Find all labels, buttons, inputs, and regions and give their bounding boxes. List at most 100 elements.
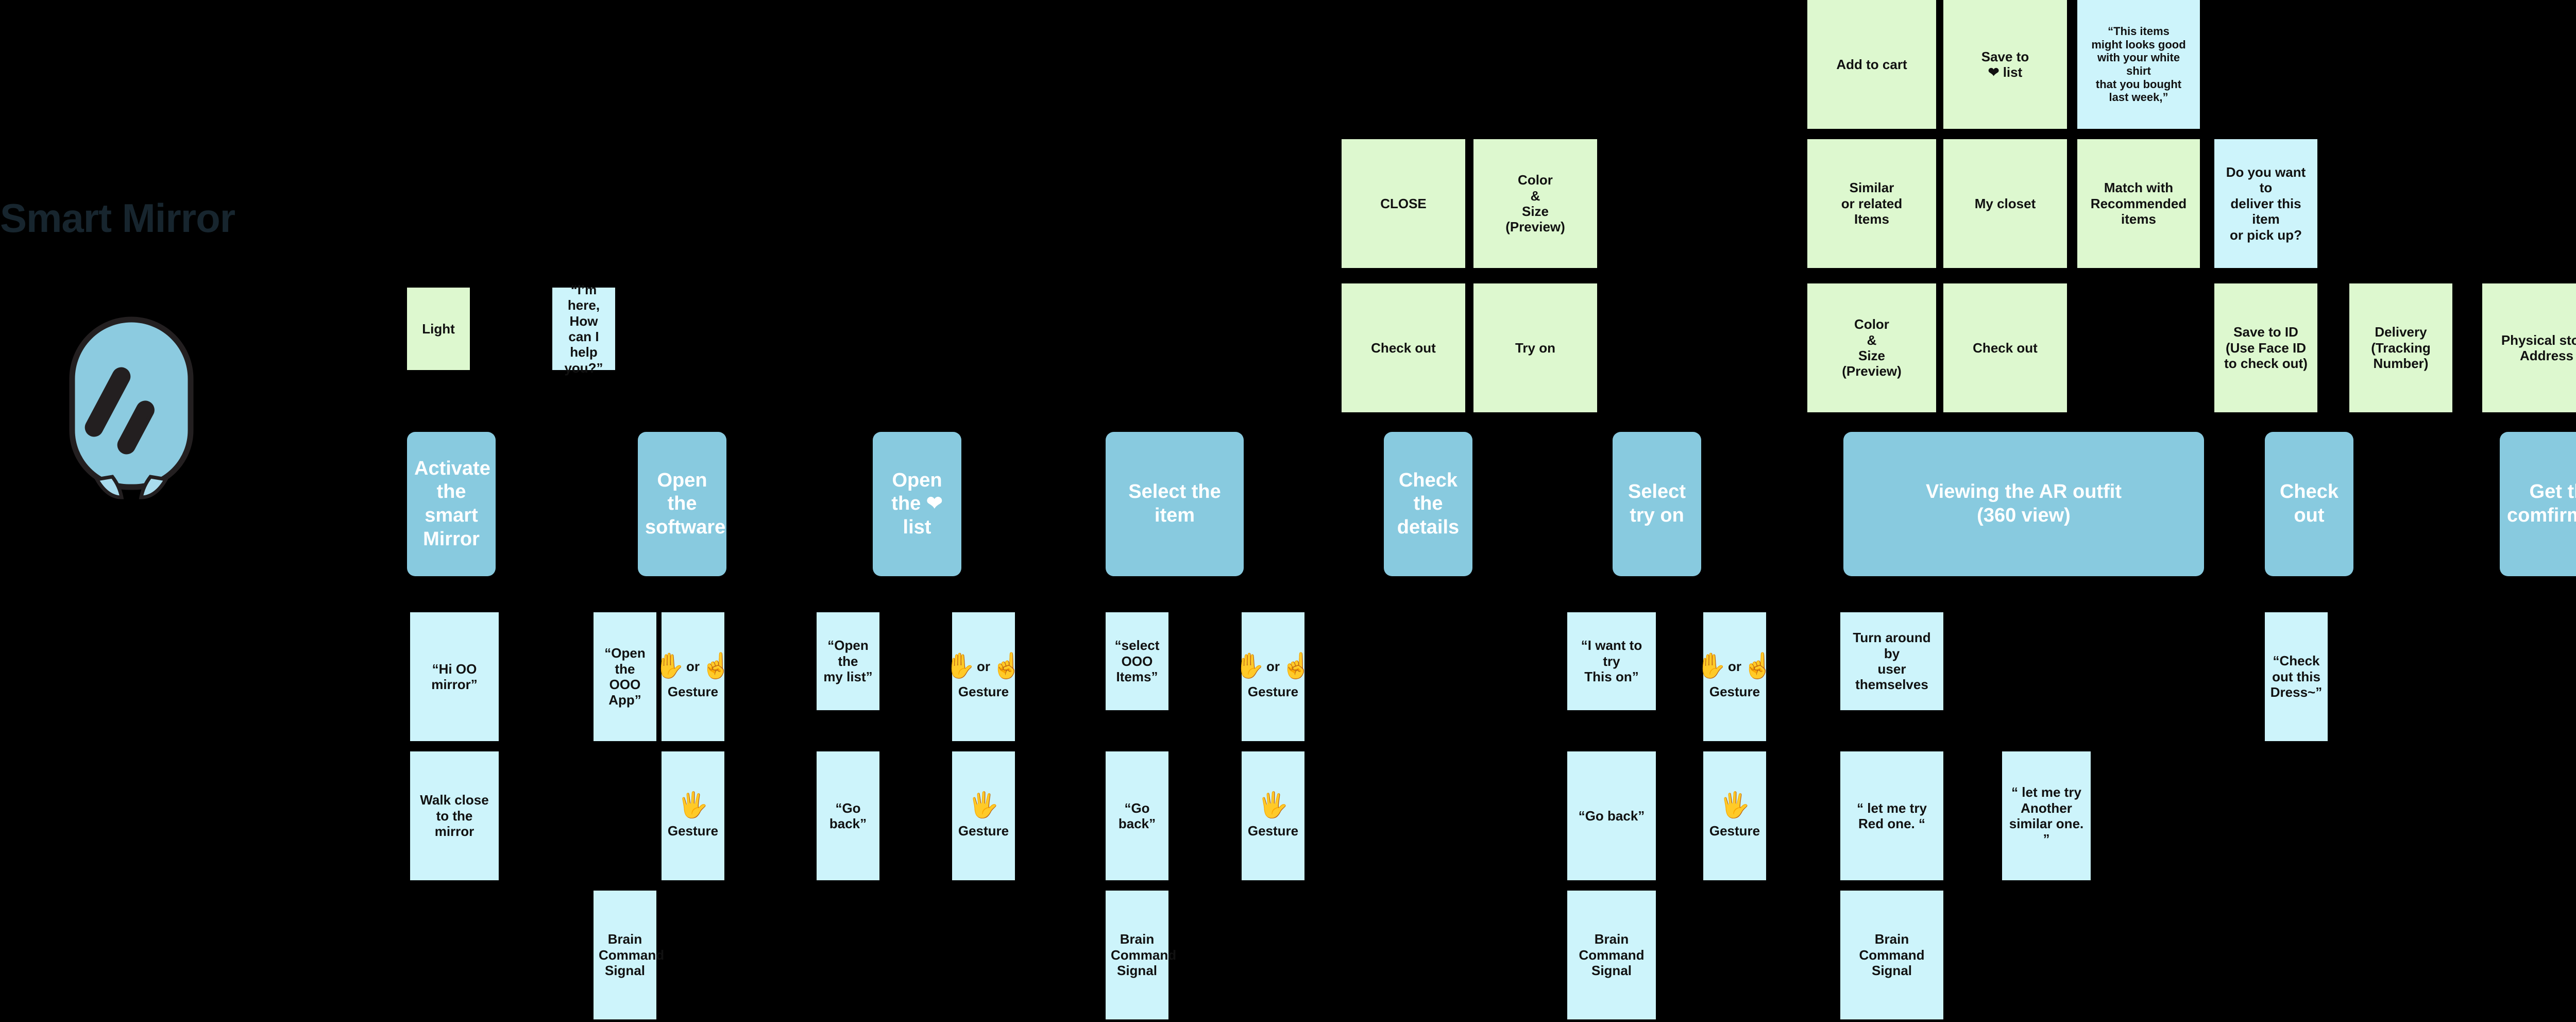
sticky-note-deliver-ask[interactable]: Do you want to deliver this item or pick… xyxy=(2214,139,2317,268)
sticky-note-label: Brain Command Signal xyxy=(1579,931,1645,979)
process-step-label: Open the software xyxy=(645,469,726,538)
sticky-note-label: CLOSE xyxy=(1380,195,1427,211)
sticky-note-label: “select OOO Items” xyxy=(1114,638,1160,685)
process-step-label: Activate the smart Mirror xyxy=(414,457,490,550)
pointing-finger-icon: ☝ xyxy=(1742,652,1773,680)
sticky-note-label: Check out xyxy=(1973,340,2038,356)
sticky-note-go-back-2[interactable]: “Go back” xyxy=(1106,751,1168,880)
sticky-note-label: “Open the my list” xyxy=(823,638,873,685)
sticky-note-brain-1[interactable]: Brain Command Signal xyxy=(594,891,665,1019)
gesture-or-text: or xyxy=(686,658,700,674)
gesture-card-gesture-2[interactable]: 🖐Gesture xyxy=(662,751,724,880)
sticky-note-want-try-on[interactable]: “I want to try This on” xyxy=(1567,612,1656,710)
sticky-note-color-size-2[interactable]: Color & Size (Preview) xyxy=(1807,283,1936,412)
sticky-note-open-app[interactable]: “Open the OOO App” xyxy=(594,612,656,741)
sticky-note-label: Save to ❤ list xyxy=(1981,48,2029,80)
sticky-note-label: Save to ID (Use Face ID to check out) xyxy=(2224,324,2308,372)
gesture-card-gesture-8[interactable]: 🖐Gesture xyxy=(1703,751,1766,880)
process-step-label: Check the details xyxy=(1397,469,1460,538)
gesture-or-text: or xyxy=(1266,658,1280,674)
process-step-checkout[interactable]: Check out xyxy=(2265,432,2353,576)
gesture-glyph-row: ✋or☝ xyxy=(654,654,732,679)
sticky-note-label: Turn around by user themselves xyxy=(1853,630,1931,693)
sticky-note-store-addr[interactable]: Physical store Address xyxy=(2482,283,2576,412)
process-step-open-sw[interactable]: Open the software xyxy=(638,432,726,576)
gesture-card-gesture-7[interactable]: ✋or☝ Gesture xyxy=(1696,612,1773,741)
sticky-note-try-on-note[interactable]: Try on xyxy=(1473,283,1597,412)
gesture-card-label: Gesture xyxy=(1709,683,1760,699)
sticky-note-label: Color & Size (Preview) xyxy=(1505,172,1565,235)
sticky-note-my-closet[interactable]: My closet xyxy=(1943,139,2067,268)
sticky-note-save-to-id[interactable]: Save to ID (Use Face ID to check out) xyxy=(2214,283,2317,412)
gesture-card-gesture-3[interactable]: ✋or☝Gesture xyxy=(945,612,1022,741)
sticky-note-label: Brain Command Signal xyxy=(1859,931,1925,979)
swipe-hand-icon: 🖐 xyxy=(1258,791,1289,819)
sticky-note-label: Try on xyxy=(1515,340,1555,356)
sticky-note-brain-2[interactable]: Brain Command Signal xyxy=(1106,891,1177,1019)
sticky-note-label: “I’m here, How can I help you?” xyxy=(564,281,603,376)
sticky-note-go-back-3[interactable]: “Go back” xyxy=(1567,751,1656,880)
gesture-card-label: Gesture xyxy=(1247,683,1299,699)
swipe-hand-icon: 🖐 xyxy=(1719,791,1750,819)
sticky-note-add-to-cart[interactable]: Add to cart xyxy=(1807,0,1936,129)
process-step-open-list[interactable]: Open the ❤ list xyxy=(873,432,961,576)
gesture-glyph-row: ✋or☝ xyxy=(945,654,1022,679)
process-step-details[interactable]: Check the details xyxy=(1384,432,1472,576)
sticky-note-check-out-2[interactable]: Check out xyxy=(1943,283,2067,412)
sticky-note-save-to-list[interactable]: Save to ❤ list xyxy=(1943,0,2067,129)
smart-mirror-icon xyxy=(57,286,206,508)
raised-hand-icon: ✋ xyxy=(945,652,976,680)
gesture-glyph-row: 🖐 xyxy=(1719,793,1750,818)
sticky-note-color-size-1[interactable]: Color & Size (Preview) xyxy=(1473,139,1597,268)
process-step-confirm[interactable]: Get the comfirmation xyxy=(2500,432,2576,576)
sticky-note-brain-4[interactable]: Brain Command Signal xyxy=(1840,891,1943,1019)
gesture-card-gesture-5[interactable]: ✋or☝Gesture xyxy=(1234,612,1312,741)
process-step-label: Select the item xyxy=(1128,481,1221,526)
sticky-note-label: Brain Command Signal xyxy=(599,931,665,979)
gesture-card-gesture-6[interactable]: 🖐 Gesture xyxy=(1242,751,1304,880)
sticky-note-check-out-1[interactable]: Check out xyxy=(1342,283,1465,412)
sticky-note-checkout-dress[interactable]: “Check out this Dress~” xyxy=(2265,612,2328,741)
sticky-note-label: “Go back” xyxy=(829,800,867,831)
sticky-note-similar[interactable]: Similar or related Items xyxy=(1807,139,1936,268)
sticky-note-go-back-1[interactable]: “Go back” xyxy=(817,751,879,880)
sticky-note-walk-close[interactable]: Walk close to the mirror xyxy=(410,751,499,880)
sticky-note-label: “ let me try Another similar one. ” xyxy=(2009,784,2084,847)
process-step-label: Get the comfirmation xyxy=(2507,481,2576,526)
gesture-card-label: Gesture xyxy=(667,683,719,699)
process-step-ar-view[interactable]: Viewing the AR outfit (360 view) xyxy=(1843,432,2204,576)
process-step-label: Open the ❤ list xyxy=(891,469,943,538)
sticky-note-try-similar[interactable]: “ let me try Another similar one. ” xyxy=(2002,751,2091,880)
sticky-note-turn-around[interactable]: Turn around by user themselves xyxy=(1840,612,1943,710)
sticky-note-label: Brain Command Signal xyxy=(1111,931,1177,979)
sticky-note-try-red[interactable]: “ let me try Red one. “ xyxy=(1840,751,1943,880)
sticky-note-label: Color & Size (Preview) xyxy=(1842,316,1902,379)
sticky-note-label: “Open the OOO App” xyxy=(604,645,646,708)
sticky-note-label: Match with Recommended items xyxy=(2090,180,2187,227)
sticky-note-open-my-list[interactable]: “Open the my list” xyxy=(817,612,879,710)
sticky-note-match-rec[interactable]: Match with Recommended items xyxy=(2077,139,2200,268)
raised-hand-icon: ✋ xyxy=(1696,652,1727,680)
process-step-label: Check out xyxy=(2279,481,2339,526)
gesture-or-text: or xyxy=(1728,658,1741,674)
process-step-label: Viewing the AR outfit (360 view) xyxy=(1926,481,2122,526)
gesture-card-label: Gesture xyxy=(1247,823,1299,839)
sticky-note-recommend[interactable]: “This items might looks good with your w… xyxy=(2077,0,2200,129)
sticky-note-close[interactable]: CLOSE xyxy=(1342,139,1465,268)
sticky-note-light[interactable]: Light xyxy=(407,288,470,370)
sticky-note-label: “Go back” xyxy=(1578,808,1645,824)
gesture-glyph-row: ✋or☝ xyxy=(1696,654,1773,679)
sticky-note-label: Check out xyxy=(1371,340,1436,356)
gesture-card-gesture-4[interactable]: 🖐Gesture xyxy=(952,751,1015,880)
sticky-note-delivery[interactable]: Delivery (Tracking Number) xyxy=(2349,283,2452,412)
gesture-card-gesture-1[interactable]: ✋or☝ Gesture xyxy=(654,612,732,741)
sticky-note-brain-3[interactable]: Brain Command Signal xyxy=(1567,891,1656,1019)
sticky-note-im-here[interactable]: “I’m here, How can I help you?” xyxy=(552,282,615,376)
process-step-activate[interactable]: Activate the smart Mirror xyxy=(407,432,496,576)
raised-hand-icon: ✋ xyxy=(1234,652,1265,680)
process-step-select-item[interactable]: Select the item xyxy=(1106,432,1244,576)
sticky-note-hi-mirror[interactable]: “Hi OO mirror” xyxy=(410,612,499,741)
process-step-try-on[interactable]: Select try on xyxy=(1613,432,1701,576)
sticky-note-label: Delivery (Tracking Number) xyxy=(2371,324,2431,372)
sticky-note-select-items[interactable]: “select OOO Items” xyxy=(1106,612,1168,710)
